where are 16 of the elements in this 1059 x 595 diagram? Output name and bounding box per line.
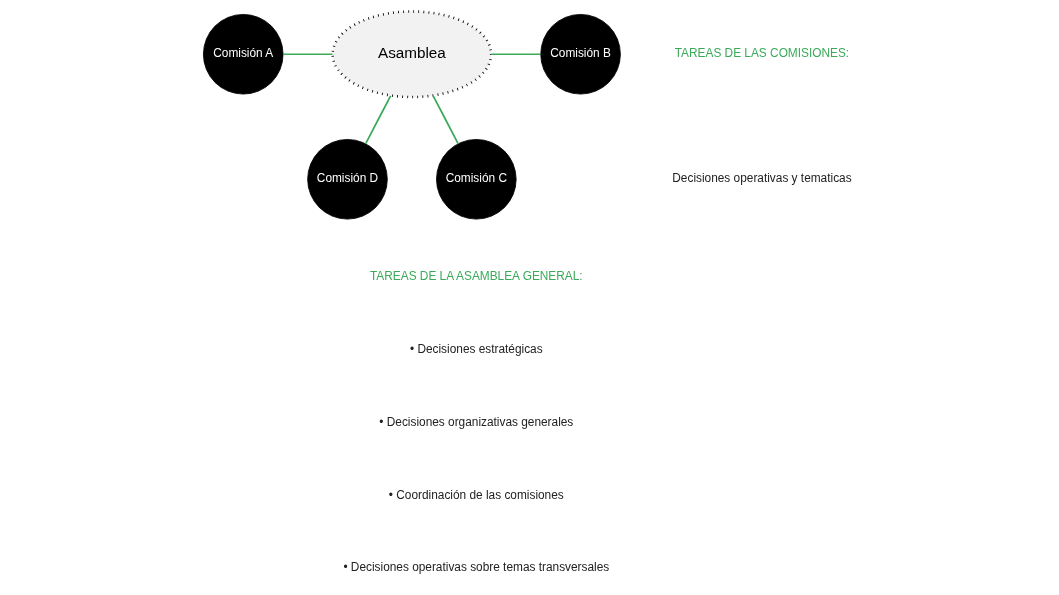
node-circle: Comisión C <box>436 139 517 220</box>
label: TAREAS DE LAS COMISIONES: <box>674 46 850 61</box>
node-circle: Comisión A <box>202 14 284 95</box>
label: • Decisiones estratégicas <box>409 341 543 356</box>
node-ellipse: Asamblea <box>331 10 493 99</box>
connector <box>490 53 542 56</box>
label: • Decisiones organizativas generales <box>379 414 574 429</box>
label: • Decisiones operativas sobre temas transversales <box>343 560 610 575</box>
connector <box>364 94 392 145</box>
label: Decisiones operativas y tematicas <box>672 171 852 186</box>
node-circle: Comisión D <box>307 139 388 220</box>
label: • Coordinación de las comisiones <box>388 487 564 502</box>
connector <box>282 53 334 56</box>
label: TAREAS DE LA ASAMBLEA GENERAL: <box>369 268 583 283</box>
connector <box>432 94 459 145</box>
node-circle: Comisión B <box>540 14 621 95</box>
